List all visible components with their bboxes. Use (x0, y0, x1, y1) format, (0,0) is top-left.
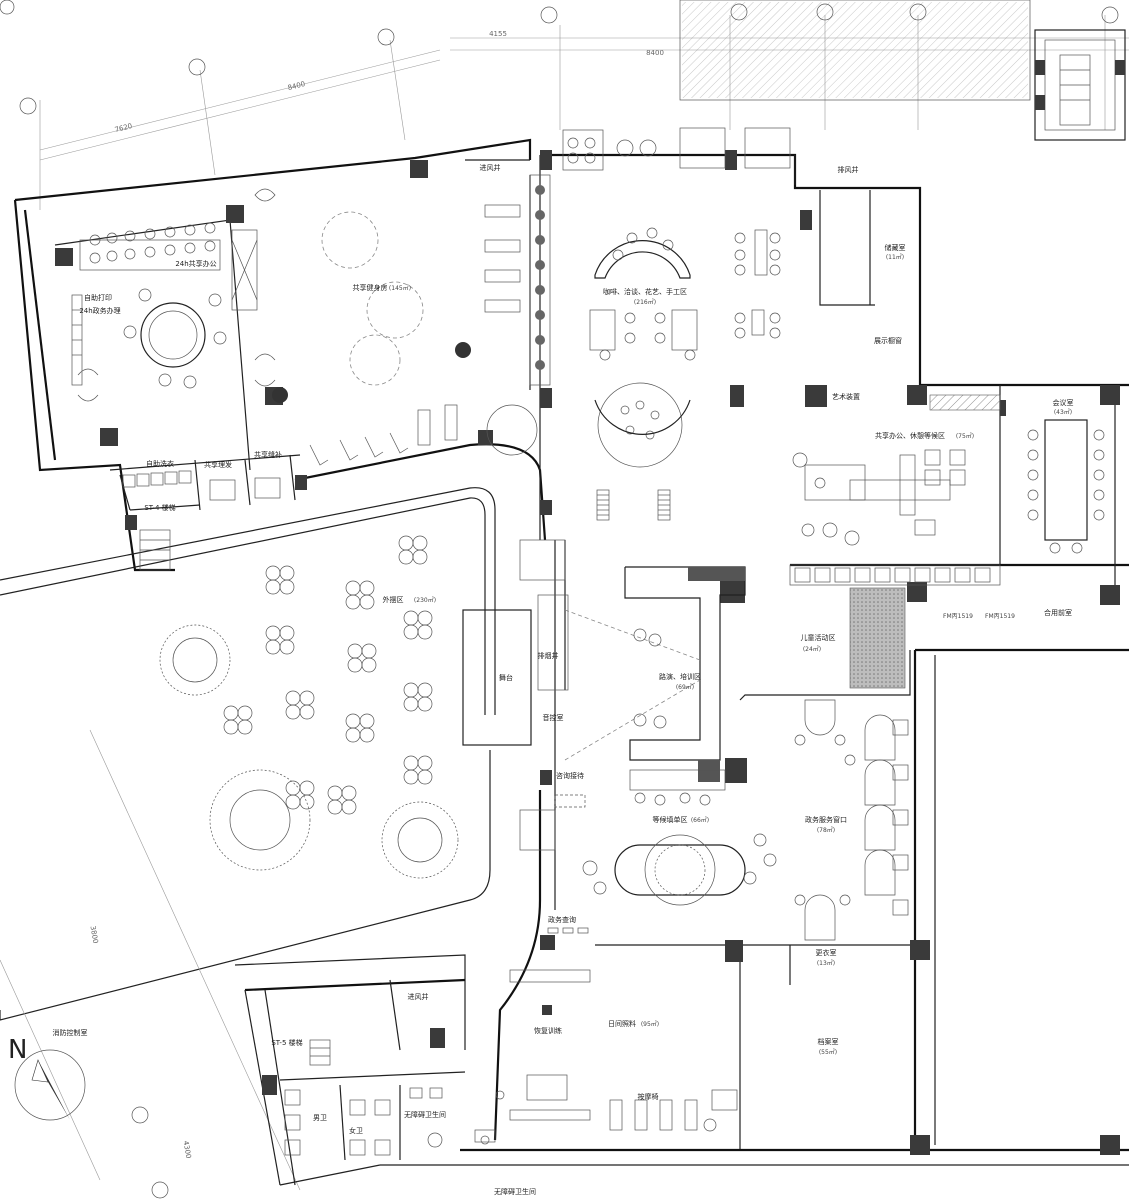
label-shared-office: 共享办公、休憩等候区 (875, 431, 945, 440)
area-performance: (69㎡) (676, 683, 694, 691)
label-haircut: 共享理发 (204, 460, 232, 469)
label-paifengjing: 排风井 (838, 165, 859, 174)
area-outdoor: (230㎡) (414, 596, 436, 604)
door-tag-2: FM丙1519 (985, 613, 1015, 620)
label-archive: 档案室 (818, 1037, 839, 1046)
area-gym: (145㎡) (389, 284, 411, 292)
building-walls (0, 138, 1129, 1191)
structural-columns (55, 60, 1125, 1155)
north-arrow-icon (14, 1049, 86, 1121)
label-fire: 消防控制室 (53, 1028, 88, 1037)
label-daycare: 日间照料 (608, 1019, 636, 1028)
label-storage: 储藏室 (885, 243, 906, 252)
label-performance: 路演、培训区 (659, 672, 701, 681)
area-waiting: (66㎡) (691, 816, 709, 824)
outdoor-furniture (0, 0, 433, 815)
label-gov24h: 24h政务办理 (79, 306, 120, 315)
room-labels: 进风井 排风井 24h共享办公 自助打印 24h政务办理 共享健身房 (145㎡… (53, 163, 1074, 1196)
label-stage: 舞台 (499, 673, 513, 682)
label-male: 男卫 (313, 1114, 327, 1122)
dim-label-3: 8400 (287, 80, 306, 92)
label-consult: 咨询接待 (556, 771, 584, 780)
label-waiting: 等候填单区 (653, 815, 688, 824)
grid-bubbles (19, 3, 1119, 1199)
area-archive: (55㎡) (819, 1048, 837, 1056)
area-storage: (11㎡) (886, 253, 904, 261)
label-art: 艺术装置 (832, 392, 860, 401)
dim-label-4: 7620 (114, 122, 133, 134)
label-laundry: 自助洗衣 (146, 459, 174, 468)
label-print: 自助打印 (84, 293, 112, 302)
area-shared-office: (75㎡) (956, 432, 974, 440)
label-fengjing-low: 进风井 (408, 992, 429, 1001)
label-stair5: ST-5 楼梯 (271, 1038, 302, 1047)
dim-label-5: 3800 (88, 925, 99, 944)
dimension-lines (39, 0, 1129, 210)
area-daycare: (95㎡) (641, 1020, 659, 1028)
label-office24h: 24h共享办公 (175, 259, 216, 268)
label-fengjing-top: 进风井 (480, 163, 501, 172)
label-gym: 共享健身房 (353, 283, 388, 292)
label-showcase: 展示橱窗 (874, 336, 902, 345)
label-service: 政务服务窗口 (805, 815, 847, 824)
label-smoke: 排烟井 (538, 651, 559, 660)
label-stair4: ST-4 楼梯 (144, 503, 175, 512)
label-massage: 按摩椅 (638, 1092, 659, 1101)
label-cafe: 咖啡、洽谈、花艺、手工区 (603, 287, 687, 296)
area-cafe: (216㎡) (634, 298, 656, 306)
dim-label-6: 4300 (181, 1140, 192, 1159)
label-accessible: 无障碍卫生间 (404, 1110, 446, 1119)
label-sound: 音控室 (543, 713, 564, 722)
label-front: 合用前室 (1044, 608, 1072, 617)
label-query: 政务查询 (548, 915, 576, 924)
label-meeting: 会议室 (1053, 398, 1074, 407)
label-sewing: 共享缝补 (254, 450, 282, 459)
area-meeting: (43㎡) (1054, 408, 1072, 416)
trees (159, 624, 706, 896)
label-changing: 更衣室 (816, 948, 837, 957)
north-letter: N (8, 1035, 27, 1065)
furniture (71, 54, 1105, 1156)
door-tag-1: FM丙1519 (943, 613, 973, 620)
label-accessible-bottom: 无障碍卫生间 (494, 1187, 536, 1196)
area-kids: (24㎡) (803, 645, 821, 653)
area-changing: (13㎡) (817, 959, 835, 967)
label-outdoor: 外摆区 (383, 595, 404, 604)
dim-label-2: 8400 (646, 49, 664, 57)
label-kids: 儿童活动区 (801, 633, 836, 642)
label-rehab: 恢复训练 (534, 1026, 562, 1035)
label-female: 女卫 (349, 1126, 363, 1135)
dim-label-1: 4155 (489, 30, 507, 38)
area-service: (78㎡) (817, 826, 835, 834)
